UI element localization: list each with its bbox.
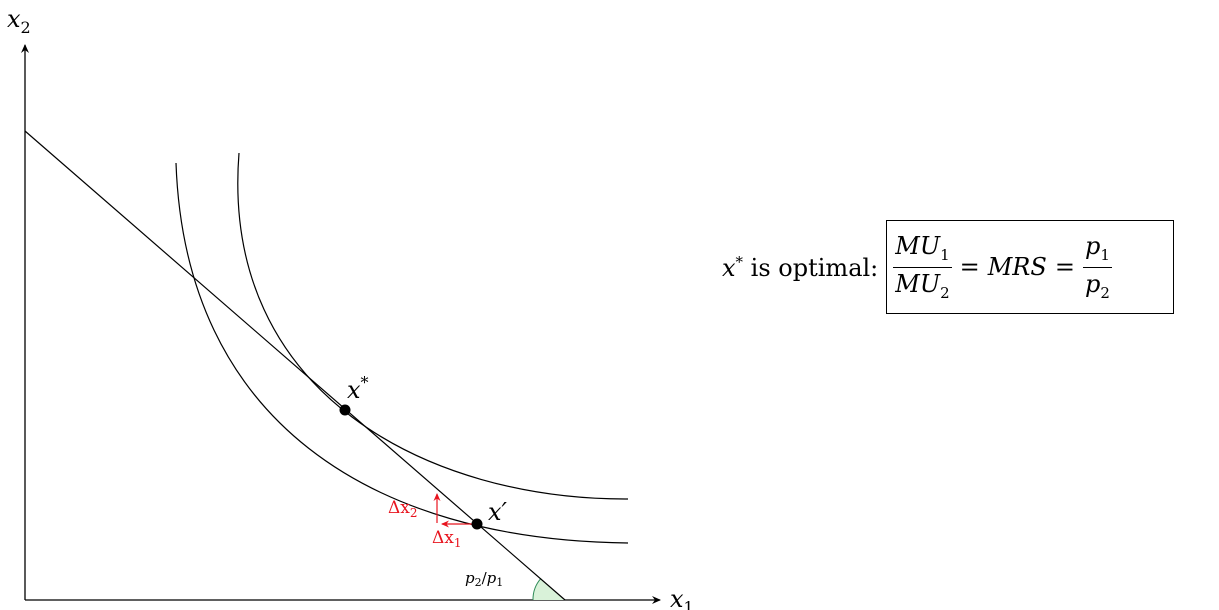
delta-x1-label: Δx1 (432, 528, 462, 550)
slope-angle-arc (532, 577, 542, 601)
y-axis-label: x2 (7, 5, 31, 37)
slope-label: p2/p1 (465, 569, 503, 589)
optimal-point (339, 404, 351, 416)
optimality-prefix: x* is optimal: (722, 252, 879, 282)
alternative-point-label: x′ (488, 498, 508, 526)
optimal-point-label: x* (347, 373, 369, 404)
delta-x2-label: Δx2 (388, 498, 418, 520)
slope-angle-wedge (532, 578, 565, 600)
price-ratio-fraction: p1 p2 (1082, 232, 1112, 302)
x-axis-label: x1 (670, 585, 694, 610)
indifference-curve-high (237, 152, 629, 500)
optimality-condition: x* is optimal: MU1 MU2 = MRS = p1 p2 (722, 218, 1175, 316)
optimality-formula-box: MU1 MU2 = MRS = p1 p2 (886, 220, 1175, 314)
equals-sign: = (1054, 253, 1075, 281)
indifference-curve-low (175, 162, 629, 544)
budget-line (24, 130, 566, 601)
equals-sign: = (959, 253, 980, 281)
mu-ratio-fraction: MU1 MU2 (893, 232, 952, 302)
mrs-term: MRS (987, 253, 1047, 281)
alternative-point (471, 518, 483, 530)
